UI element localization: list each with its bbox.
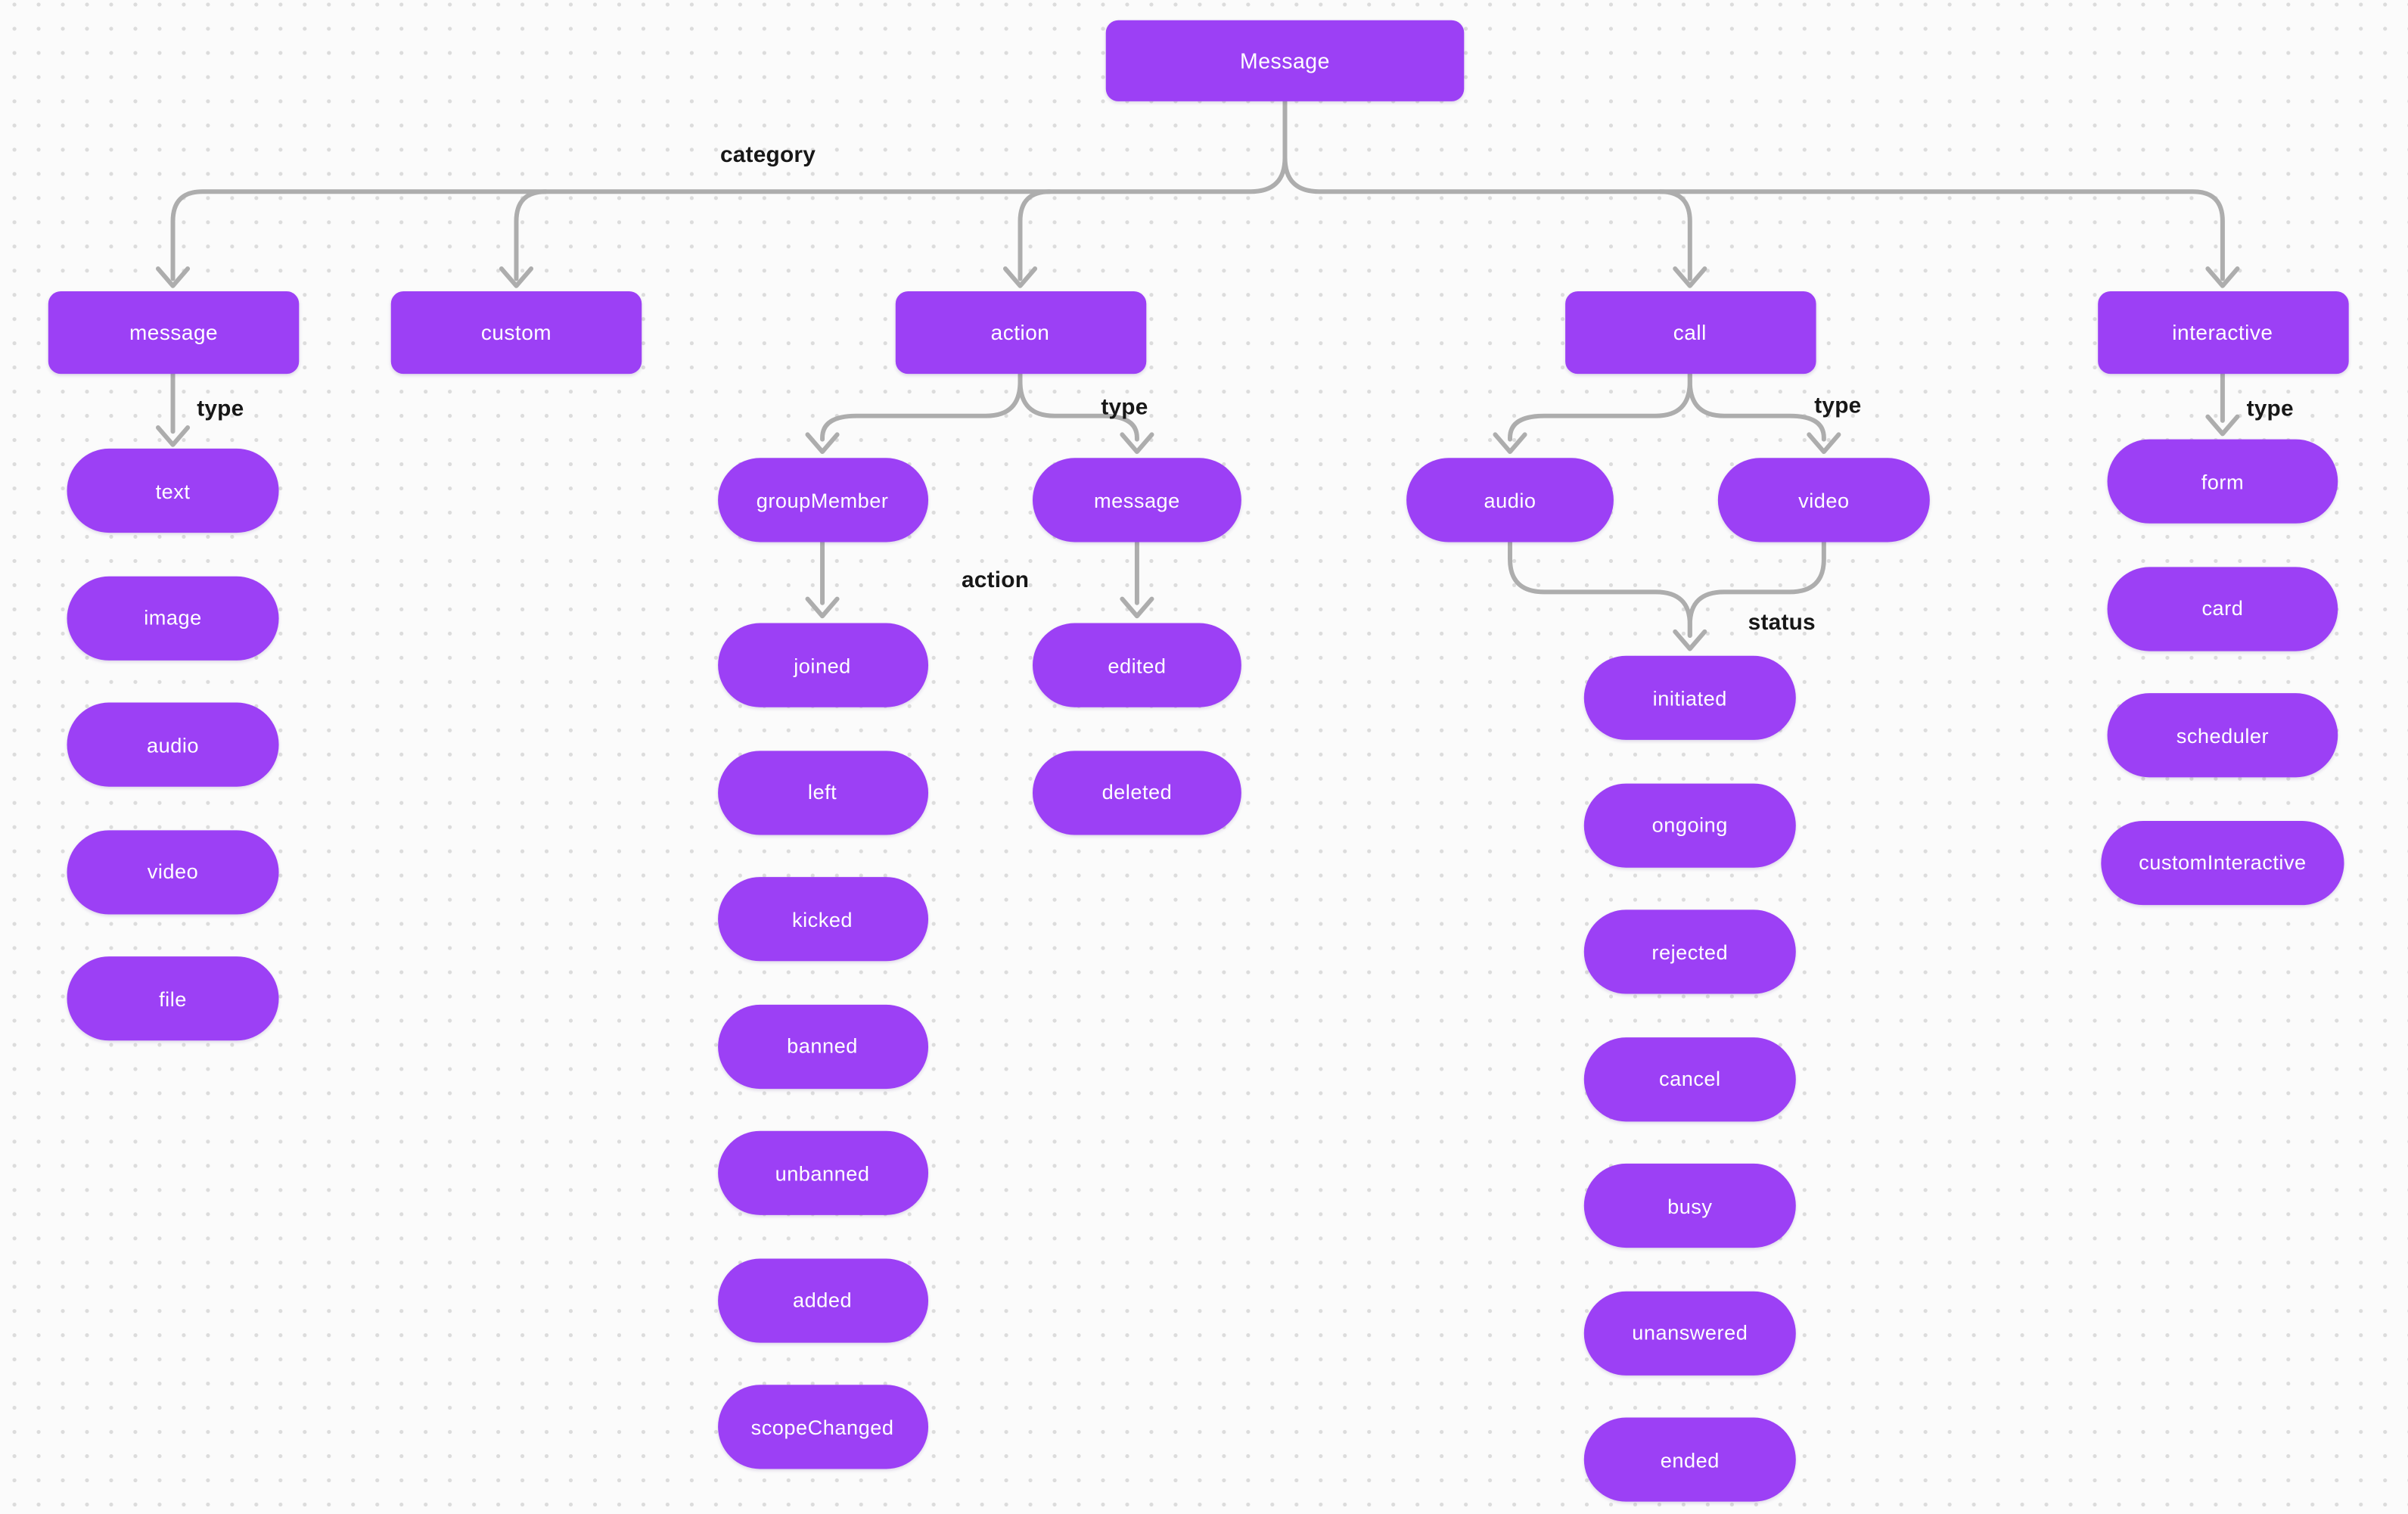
edge-call-to-video [1687,372,1826,442]
arrowhead [1002,266,1038,288]
node-status-unanswered[interactable]: unanswered [1583,1290,1796,1375]
node-type-image[interactable]: image [67,575,279,660]
node-int-scheduler[interactable]: scheduler [2107,693,2338,778]
arrowhead [1493,432,1527,455]
node-gm-unbanned[interactable]: unbanned [717,1130,928,1215]
edge-action-to-groupmember [820,372,1023,442]
node-status-rejected[interactable]: rejected [1583,909,1796,994]
node-status-ongoing[interactable]: ongoing [1583,782,1796,867]
arrowhead [155,425,191,447]
edge-audio-to-status [1508,539,1692,638]
node-int-card[interactable]: card [2107,566,2338,651]
node-type-file[interactable]: file [67,956,279,1041]
node-msgaction-deleted[interactable]: deleted [1032,750,1241,835]
arrowhead [155,266,191,288]
label-type-call[interactable]: type [1814,393,1862,419]
node-msgaction-edited[interactable]: edited [1032,623,1241,707]
edge-root-to-interactive [1282,98,2225,281]
node-status-busy[interactable]: busy [1583,1163,1796,1248]
edge-drop-custom [514,189,548,281]
node-type-text[interactable]: text [67,448,279,533]
node-gm-scopechanged[interactable]: scopeChanged [717,1385,928,1469]
node-call-video[interactable]: video [1717,458,1930,542]
arrowhead [1807,432,1841,455]
node-type-audio[interactable]: audio [67,702,279,787]
node-status-initiated[interactable]: initiated [1583,655,1796,740]
node-status-cancel[interactable]: cancel [1583,1037,1796,1121]
node-category-action[interactable]: action [894,291,1146,375]
label-type-message[interactable]: type [197,396,244,422]
edge-drop-action [1018,189,1052,281]
arrowhead [1673,266,1707,288]
node-category-message[interactable]: message [48,291,300,375]
edge-message-type [155,372,191,447]
edge-drop-call [1658,189,1692,281]
label-category[interactable]: category [719,143,816,169]
arrowhead [805,596,840,619]
node-category-interactive[interactable]: interactive [2097,291,2348,375]
node-action-message[interactable]: message [1032,458,1241,542]
node-gm-joined[interactable]: joined [717,623,928,707]
arrowhead [1673,629,1707,651]
node-gm-banned[interactable]: banned [717,1003,928,1089]
node-gm-left[interactable]: left [717,750,928,835]
node-category-custom[interactable]: custom [390,291,642,375]
arrowhead [2205,266,2240,288]
arrowhead [2205,414,2240,437]
node-int-custominteractive[interactable]: customInteractive [2101,819,2344,905]
edge-category-fanout [155,98,2240,288]
node-int-form[interactable]: form [2107,439,2338,524]
label-type-action[interactable]: type [1101,395,1148,421]
arrowhead [1120,432,1154,455]
node-category-call[interactable]: call [1564,291,1816,375]
node-type-video[interactable]: video [67,829,279,914]
arrowhead [499,266,534,288]
edge-interactive-type [2205,372,2240,437]
node-action-groupmember[interactable]: groupMember [717,458,928,542]
label-status[interactable]: status [1748,611,1816,636]
edge-call-to-audio [1508,372,1692,442]
arrowhead [1120,596,1154,619]
node-status-ended[interactable]: ended [1583,1417,1796,1502]
node-gm-added[interactable]: added [717,1258,928,1342]
label-type-interactive[interactable]: type [2246,396,2294,422]
edge-root-to-message [170,98,1288,281]
node-call-audio[interactable]: audio [1406,458,1614,542]
label-action[interactable]: action [961,568,1030,594]
node-message-root[interactable]: Message [1105,20,1465,101]
node-gm-kicked[interactable]: kicked [717,877,928,962]
arrowhead [805,432,840,455]
